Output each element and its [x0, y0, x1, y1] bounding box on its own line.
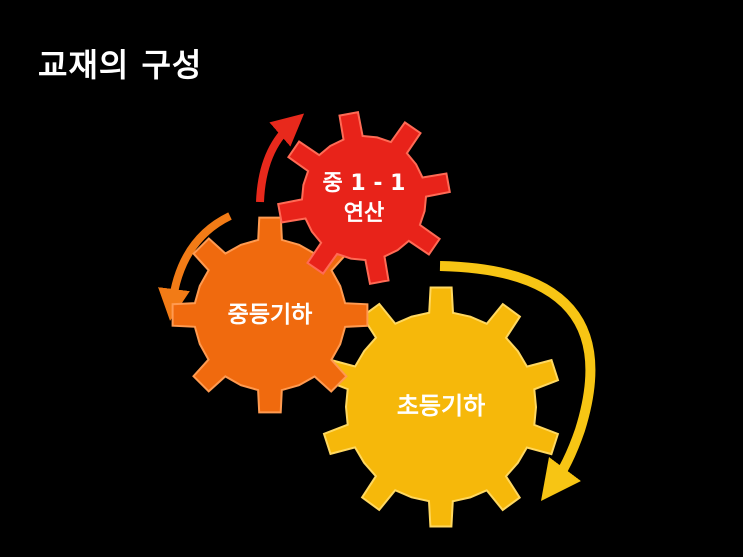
- arrow-red: [256, 113, 305, 203]
- slide-title: 교재의 구성: [38, 46, 203, 84]
- gear-red: [277, 111, 451, 285]
- gear-red-label-line1: 중 1 - 1: [323, 171, 406, 196]
- gear-orange-label: 중등기하: [228, 302, 313, 328]
- gear-yellow-label: 초등기하: [397, 392, 485, 420]
- gear-red-label-line2: 연산: [344, 201, 384, 226]
- arrow-yellow: [439, 261, 596, 502]
- arrow-orange: [158, 212, 232, 321]
